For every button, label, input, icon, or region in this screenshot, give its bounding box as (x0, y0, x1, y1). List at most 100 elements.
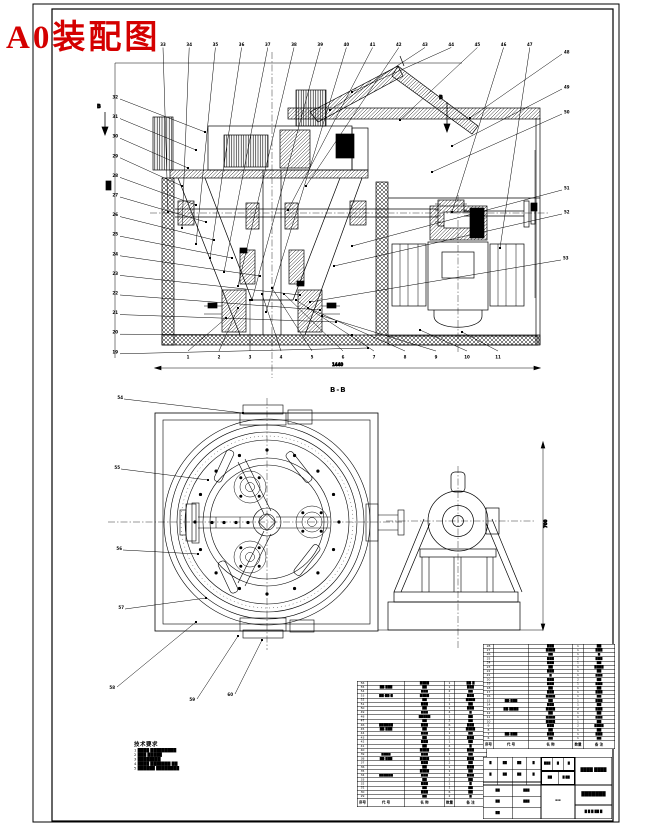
coupling-block (335, 133, 355, 159)
bom-header-cell: 序号 (357, 798, 368, 807)
tbody-primitive: ████████████ (483, 785, 541, 819)
plan-section-view (108, 398, 405, 650)
roller-circle (245, 552, 255, 562)
balloon-label: 54 (117, 395, 123, 400)
leader-line (119, 157, 183, 187)
leader-line (461, 331, 499, 352)
leader-tick (451, 145, 453, 147)
balloon-label: 5 (311, 355, 314, 360)
leader-tick (237, 635, 239, 637)
rect-primitive (258, 513, 276, 531)
leader-line (119, 177, 197, 206)
leader-tick (451, 211, 453, 213)
ring-bolt (237, 453, 242, 458)
leader-line (119, 255, 261, 277)
title-block-cell: ██ (511, 768, 527, 782)
leader-tick (367, 347, 369, 349)
path-primitive (497, 244, 517, 306)
title-block-cell (511, 807, 541, 819)
balloon-label: 8 (404, 355, 407, 360)
leader-line (123, 398, 244, 414)
title-block-cell: ██ (483, 796, 513, 808)
roller-bolt (319, 529, 323, 533)
balloon-label: 45 (475, 42, 481, 47)
leader-tick (261, 293, 263, 295)
rect-primitive (530, 202, 538, 212)
balloon-label: 46 (501, 42, 507, 47)
rect-primitive (387, 601, 521, 631)
leader-tick (197, 553, 199, 555)
balloon-label: 20 (112, 330, 118, 335)
leader-tick (271, 287, 273, 289)
leader-line (196, 635, 239, 700)
sign-table: ████████████ (483, 757, 541, 785)
balloon-label: 30 (112, 134, 118, 139)
leader-line (119, 333, 353, 336)
ring-bolt (316, 469, 320, 473)
rect-primitive (523, 200, 530, 228)
rect-primitive (207, 302, 218, 309)
leader-tick (195, 621, 197, 623)
roller-bolt (301, 511, 305, 515)
balloon-label: 24 (112, 251, 118, 256)
leader-tick (209, 257, 211, 259)
leader-tick (419, 329, 421, 331)
bom-row: 29██2█ (357, 794, 487, 799)
leader-line (119, 275, 301, 296)
leader-line (333, 213, 563, 267)
balloon-label: 21 (112, 310, 118, 315)
balloon-label: 33 (160, 42, 166, 47)
leader-line (119, 347, 369, 355)
rect-primitive (288, 249, 305, 285)
title-block-sheet-cell: █ █ █ ██ █ (575, 805, 612, 819)
roller-circle (233, 540, 267, 574)
bom-row: 38██-███████1███ (357, 756, 487, 762)
leader-line (261, 293, 282, 352)
ring-bolt (292, 453, 297, 458)
leader-line (305, 47, 400, 187)
section-letter-right: B (439, 95, 443, 101)
balloon-label: 51 (564, 186, 570, 191)
cap-plate (169, 169, 369, 179)
roller-assemblies (233, 470, 329, 574)
rect-primitive (397, 509, 405, 536)
title-block-sign-area: ████████████ (483, 757, 541, 785)
bom-header-cell: 序号 (483, 740, 494, 749)
motor-stand-legs (393, 518, 523, 593)
title-block-cell: █ (563, 757, 575, 771)
path-primitive (421, 557, 494, 592)
mid-bearing (239, 249, 256, 285)
balloon-label: 27 (112, 193, 118, 198)
dim-text-blob (105, 180, 112, 191)
rect-primitive (293, 544, 321, 576)
bom-row: 44███1██ (357, 731, 487, 737)
tr-primitive: █████ (483, 785, 541, 797)
bom-row: 6██1██ (483, 736, 615, 742)
roller-bolt (257, 564, 261, 568)
balloon-label: 60 (227, 692, 233, 697)
path-primitive (101, 126, 109, 136)
balloon-label: 29 (112, 153, 118, 158)
roller-bolt (239, 494, 243, 498)
balloon-label: 32 (112, 95, 118, 100)
path-primitive (540, 440, 546, 449)
casing-wall-left (161, 177, 175, 346)
balloon-label: 2 (218, 355, 221, 360)
bom-table: 56████1██-█55██-█████1███54███2██53██-██… (357, 680, 487, 807)
title-block-cell: █ (552, 757, 564, 771)
leader-tick (261, 639, 263, 641)
leader-line (307, 307, 406, 352)
gear-stack (295, 89, 327, 127)
roller-bolt (239, 476, 243, 480)
top-beam (287, 107, 541, 120)
leader-tick (225, 317, 227, 319)
balloon-label: 25 (112, 232, 118, 237)
leader-tick (251, 299, 253, 301)
bom-header-cell: 备 注 (454, 798, 487, 807)
rect-primitive (326, 302, 337, 309)
leader-tick (205, 221, 207, 223)
bom-table: 28███1██27████1███26██1█25███2███24███1█… (483, 643, 615, 749)
leader-tick (242, 412, 244, 414)
title-block-design-area: ████████████ (483, 785, 541, 819)
